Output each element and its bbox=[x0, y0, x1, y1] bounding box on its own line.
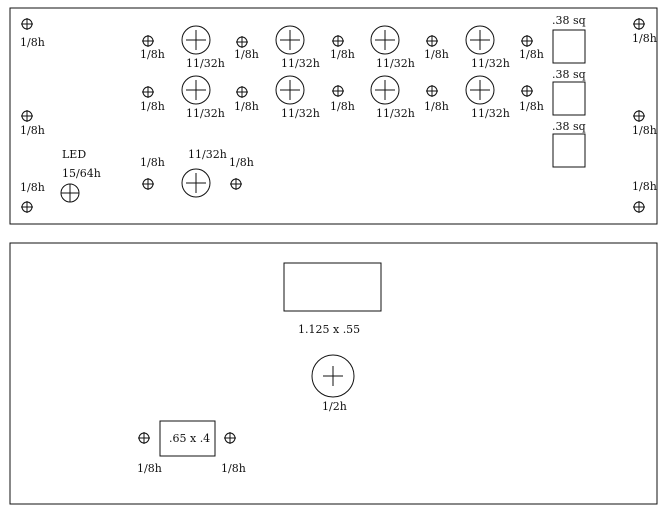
hole-half-inch bbox=[311, 354, 355, 398]
top-panel: 1/8h 1/8h 1/8h 1/8h 1/8h 1/8h LED 15/64h… bbox=[9, 7, 658, 225]
label-r1-small-5: 1/8h bbox=[519, 48, 544, 61]
large-hole-r1-1 bbox=[181, 25, 211, 55]
small-hole-r1-4 bbox=[426, 35, 438, 47]
label-right-mid: 1/8h bbox=[632, 124, 657, 137]
rect-large-label: 1.125 x .55 bbox=[298, 323, 360, 336]
label-bottom-left: 1/8h bbox=[137, 462, 162, 475]
small-hole-r3-1 bbox=[142, 178, 154, 190]
small-hole-r2-5 bbox=[521, 85, 533, 97]
label-left-bottom: 1/8h bbox=[20, 181, 45, 194]
large-hole-r2-1 bbox=[181, 75, 211, 105]
label-r1-small-2: 1/8h bbox=[234, 48, 259, 61]
label-r2-small-3: 1/8h bbox=[330, 100, 355, 113]
label-right-top: 1/8h bbox=[632, 32, 657, 45]
label-r1-large-4: 11/32h bbox=[471, 57, 510, 70]
label-r1-small-4: 1/8h bbox=[424, 48, 449, 61]
small-hole-r1-3 bbox=[332, 35, 344, 47]
label-r1-large-1: 11/32h bbox=[186, 57, 225, 70]
small-hole-r1-1 bbox=[142, 35, 154, 47]
label-left-top: 1/8h bbox=[20, 36, 45, 49]
top-panel-outline bbox=[9, 7, 658, 225]
label-r2-small-5: 1/8h bbox=[519, 100, 544, 113]
label-r2-small-4: 1/8h bbox=[424, 100, 449, 113]
rect-cutout-small bbox=[159, 420, 216, 457]
square-cutout-2 bbox=[552, 81, 586, 116]
square-label-1: .38 sq bbox=[552, 14, 586, 27]
small-hole-r2-3 bbox=[332, 85, 344, 97]
small-hole-r1-5 bbox=[521, 35, 533, 47]
square-label-2: .38 sq bbox=[552, 68, 586, 81]
bottom-panel-outline bbox=[9, 242, 658, 505]
large-hole-r1-3 bbox=[370, 25, 400, 55]
label-left-mid: 1/8h bbox=[20, 124, 45, 137]
small-hole-left-top bbox=[21, 18, 33, 30]
large-hole-r2-2 bbox=[275, 75, 305, 105]
rect-small-label: .65 x .4 bbox=[169, 432, 210, 445]
hole-half-label: 1/2h bbox=[322, 400, 347, 413]
large-hole-r3 bbox=[181, 168, 211, 198]
small-hole-bottom-left bbox=[138, 432, 150, 444]
large-hole-r2-4 bbox=[465, 75, 495, 105]
square-label-3: .38 sq bbox=[552, 120, 586, 133]
rect-cutout-large bbox=[283, 262, 382, 312]
label-r2-large-3: 11/32h bbox=[376, 107, 415, 120]
small-hole-right-top bbox=[633, 18, 645, 30]
small-hole-r1-2 bbox=[236, 36, 248, 48]
small-hole-left-bottom bbox=[21, 201, 33, 213]
small-hole-r3-2 bbox=[230, 178, 242, 190]
large-hole-r1-4 bbox=[465, 25, 495, 55]
bottom-panel: 1.125 x .55 1/2h .65 x .4 1/8h 1/8h bbox=[9, 242, 658, 505]
label-r2-large-4: 11/32h bbox=[471, 107, 510, 120]
label-r1-large-3: 11/32h bbox=[376, 57, 415, 70]
label-bottom-right: 1/8h bbox=[221, 462, 246, 475]
led-hole-label: 15/64h bbox=[62, 167, 101, 180]
label-r2-large-2: 11/32h bbox=[281, 107, 320, 120]
small-hole-r2-2 bbox=[236, 86, 248, 98]
led-hole bbox=[60, 183, 80, 203]
label-r2-small-1: 1/8h bbox=[140, 100, 165, 113]
label-r2-small-2: 1/8h bbox=[234, 100, 259, 113]
small-hole-left-mid bbox=[21, 110, 33, 122]
label-r1-large-2: 11/32h bbox=[281, 57, 320, 70]
small-hole-r2-1 bbox=[142, 86, 154, 98]
square-cutout-3 bbox=[552, 133, 586, 168]
label-right-bottom: 1/8h bbox=[632, 180, 657, 193]
small-hole-right-bottom bbox=[633, 201, 645, 213]
small-hole-bottom-right bbox=[224, 432, 236, 444]
label-r1-small-3: 1/8h bbox=[330, 48, 355, 61]
large-hole-r1-2 bbox=[275, 25, 305, 55]
label-r1-small-1: 1/8h bbox=[140, 48, 165, 61]
small-hole-r2-4 bbox=[426, 85, 438, 97]
label-r3-small-2: 1/8h bbox=[229, 156, 254, 169]
small-hole-right-mid bbox=[633, 110, 645, 122]
label-r3-small-1: 1/8h bbox=[140, 156, 165, 169]
square-cutout-1 bbox=[552, 29, 586, 64]
label-r3-large: 11/32h bbox=[188, 148, 227, 161]
large-hole-r2-3 bbox=[370, 75, 400, 105]
label-r2-large-1: 11/32h bbox=[186, 107, 225, 120]
led-label: LED bbox=[62, 148, 86, 161]
